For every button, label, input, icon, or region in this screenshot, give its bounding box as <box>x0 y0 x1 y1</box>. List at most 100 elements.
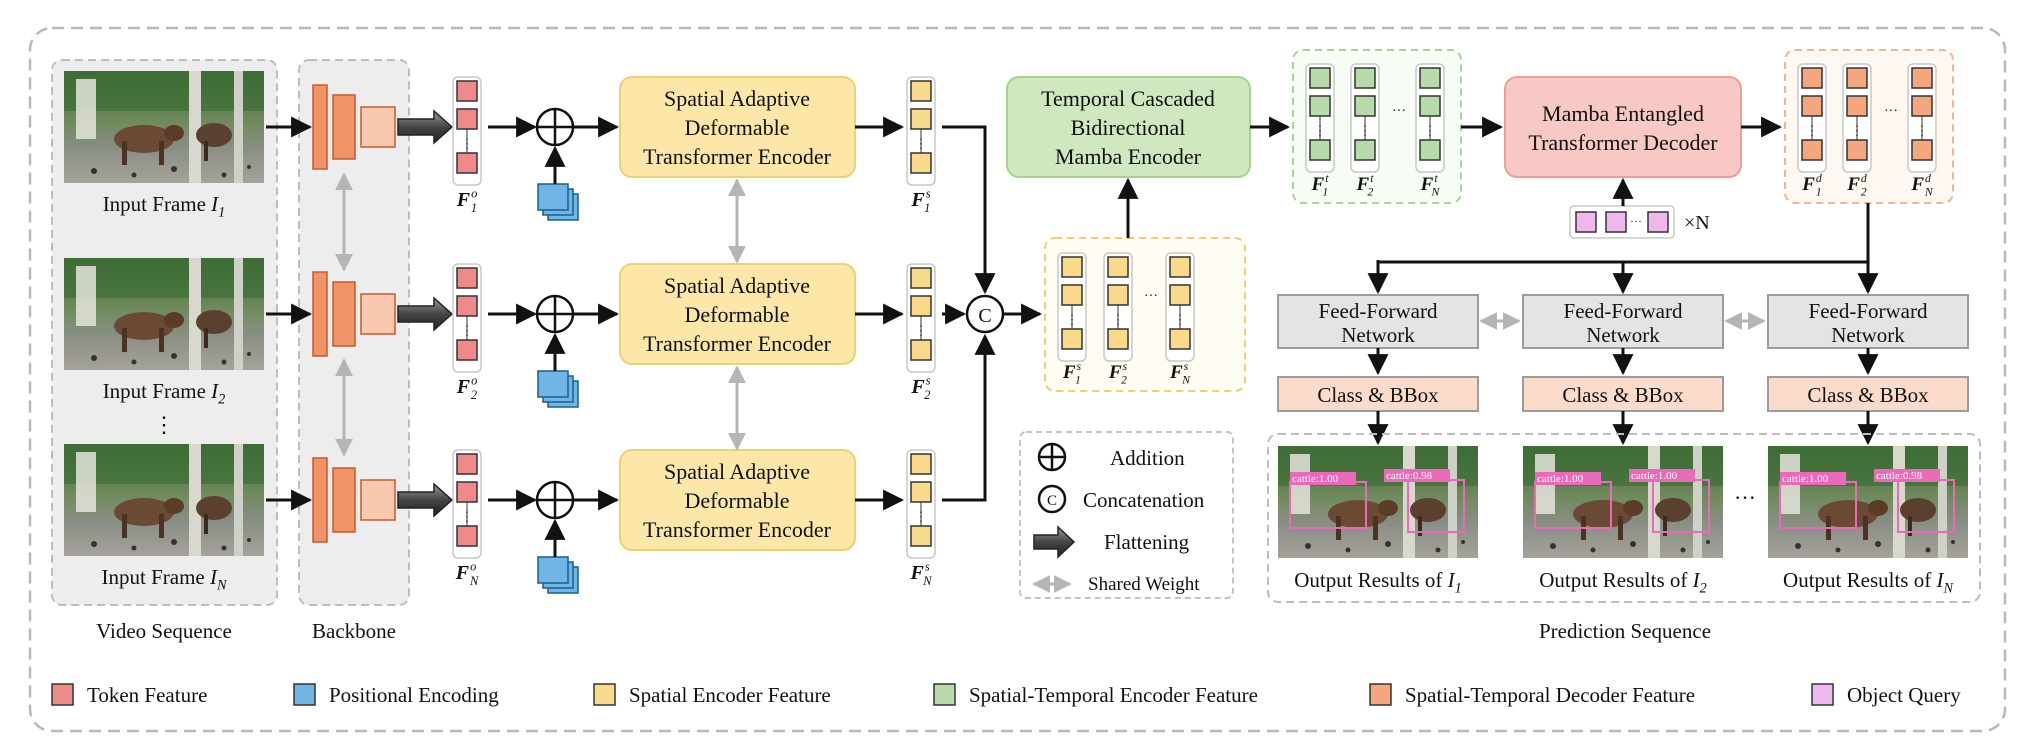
detection-label: cattle:1.00 <box>1631 470 1678 482</box>
spatial-encoder-text: Deformable <box>684 302 789 327</box>
token-square <box>1061 328 1083 350</box>
token-square <box>1911 139 1933 161</box>
class-bbox-box <box>1277 376 1479 412</box>
token-square <box>1107 328 1129 350</box>
decoder-ellipsis: ··· <box>1884 104 1898 119</box>
ffn-text: Feed-Forward <box>1319 299 1438 323</box>
ffn-text: Network <box>1831 323 1905 347</box>
concat-feature-stack: ⋮ <box>1057 252 1087 362</box>
token-square <box>456 339 478 361</box>
token-square <box>910 481 932 503</box>
positional-encoding-icon <box>537 183 579 221</box>
legend-item: Object Query <box>1811 683 1961 707</box>
spatial-feature-stack: ⋮ <box>906 76 936 186</box>
output-result-image: cattle:1.00 cattle:0.98 <box>1768 446 1968 558</box>
detection-label: cattle:0.98 <box>1386 470 1433 482</box>
backbone-label: Backbone <box>312 619 396 643</box>
stack-vdots: ⋮ <box>1359 123 1372 138</box>
decoder-feature-stack: ⋮ <box>1907 63 1937 173</box>
query-square <box>1575 211 1597 233</box>
ops-legend-label: Concatenation <box>1083 488 1205 512</box>
token-square <box>910 267 932 289</box>
ffn-text: Network <box>1586 323 1660 347</box>
concat-group <box>1044 237 1246 392</box>
spatial-encoder-text: Spatial Adaptive <box>664 273 810 298</box>
token-square <box>1846 139 1868 161</box>
temporal-feature-stack: ⋮ <box>1415 63 1445 173</box>
token-square <box>1169 284 1191 306</box>
legend-item: Spatial-Temporal Encoder Feature <box>933 683 1258 707</box>
token-square <box>1354 95 1376 117</box>
positional-encoding-icon <box>537 370 579 408</box>
class-bbox-box <box>1767 376 1969 412</box>
stack-vdots: ⋮ <box>1806 123 1819 138</box>
class-bbox-head: Class & BBox <box>1522 376 1724 412</box>
video-sequence-label: Video Sequence <box>96 619 232 643</box>
token-square <box>1801 139 1823 161</box>
token-square <box>1169 328 1191 350</box>
svg-text:C: C <box>1047 493 1057 509</box>
ffn-box <box>1277 294 1479 349</box>
positional-encoding-icon <box>537 556 579 594</box>
concatenation-icon: C <box>965 294 1005 334</box>
token-square <box>1846 95 1868 117</box>
detection-label: cattle:0.98 <box>1876 470 1923 482</box>
token-square <box>456 481 478 503</box>
decoder-feature-stack: ⋮ <box>1842 63 1872 173</box>
ops-legend-label: Shared Weight <box>1088 574 1200 595</box>
class-bbox-text: Class & BBox <box>1807 383 1929 407</box>
query-square <box>1647 211 1669 233</box>
class-bbox-text: Class & BBox <box>1317 383 1439 407</box>
input-frame-image <box>64 444 264 556</box>
class-bbox-head: Class & BBox <box>1277 376 1479 412</box>
featureN-to-concat-arrow <box>942 333 996 502</box>
input-frame-label: Input Frame I1 <box>103 192 226 220</box>
token-square <box>1309 67 1331 89</box>
token-square <box>910 453 932 475</box>
times-n-label: ×N <box>1684 212 1710 234</box>
frames-vdots: ⋮ <box>153 412 175 437</box>
stack-vdots: ⋮ <box>1916 123 1929 138</box>
spatial-encoder-text: Transformer Encoder <box>643 517 832 542</box>
legend-item: Token Feature <box>51 683 207 707</box>
stack-vdots: ⋮ <box>915 509 928 524</box>
token-square <box>456 267 478 289</box>
ffn-box <box>1522 294 1724 349</box>
legend-label: Object Query <box>1847 683 1961 707</box>
token-square <box>1911 67 1933 89</box>
legend-swatch <box>1811 683 1834 706</box>
token-square <box>456 295 478 317</box>
token-square <box>1354 67 1376 89</box>
backbone-blocks <box>312 271 396 357</box>
detection-label: cattle:1.00 <box>1782 473 1829 485</box>
flattening-arrow <box>397 296 454 332</box>
stack-vdots: ⋮ <box>1174 312 1187 327</box>
flattening-icon <box>1033 525 1076 559</box>
object-queries: ··· <box>1569 205 1675 239</box>
spatial-encoder-text: Transformer Encoder <box>643 331 832 356</box>
input-frame-image <box>64 71 264 183</box>
token-square <box>456 108 478 130</box>
legend-swatch <box>593 683 616 706</box>
output-result-label: Output Results of I2 <box>1539 568 1707 596</box>
stack-vdots: ⋮ <box>1112 312 1125 327</box>
feature1-to-concat-arrow <box>942 125 996 295</box>
token-square <box>456 453 478 475</box>
temporal-feature-stack: ⋮ <box>1305 63 1335 173</box>
